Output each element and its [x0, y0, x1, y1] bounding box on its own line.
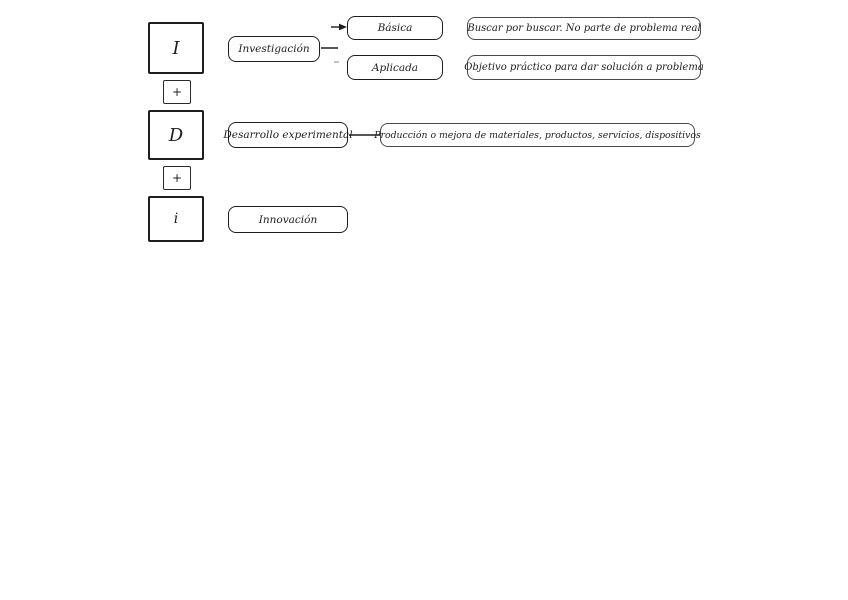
arrowhead-basica [339, 23, 347, 31]
node-desarrollo[interactable]: Desarrollo experimental [223, 122, 353, 148]
letter-i-upper: I [172, 37, 180, 59]
desc-aplicada[interactable]: Objetivo práctico para dar solución a pr… [464, 55, 704, 80]
letter-box-desarrollo[interactable]: D [148, 110, 204, 160]
letter-box-investigacion[interactable]: I [148, 22, 204, 74]
desc-basica[interactable]: Buscar por buscar. No parte de problema … [467, 17, 701, 40]
desc-aplicada-label: Objetivo práctico para dar solución a pr… [464, 62, 704, 73]
plus-sign-2: + [171, 171, 183, 185]
node-innovacion[interactable]: Innovación [228, 206, 348, 233]
node-investigacion[interactable]: Investigación [228, 36, 320, 62]
node-basica-label: Básica [377, 22, 413, 34]
plus-box-1[interactable]: + [163, 80, 191, 104]
plus-box-2[interactable]: + [163, 166, 191, 190]
node-aplicada[interactable]: Aplicada [347, 55, 443, 80]
letter-i-lower: i [173, 211, 179, 227]
node-aplicada-label: Aplicada [371, 61, 419, 74]
node-desarrollo-label: Desarrollo experimental [223, 129, 353, 141]
node-basica[interactable]: Básica [347, 16, 443, 40]
desc-basica-label: Buscar por buscar. No parte de problema … [467, 23, 701, 34]
node-innovacion-label: Innovación [258, 213, 318, 226]
desc-desarrollo-label: Producción o mejora de materiales, produ… [374, 129, 701, 141]
desc-desarrollo[interactable]: Producción o mejora de materiales, produ… [374, 123, 701, 147]
plus-sign-1: + [171, 85, 183, 99]
letter-box-innovacion[interactable]: i [148, 196, 204, 242]
letter-d: D [168, 124, 184, 146]
node-investigacion-label: Investigación [238, 43, 310, 55]
